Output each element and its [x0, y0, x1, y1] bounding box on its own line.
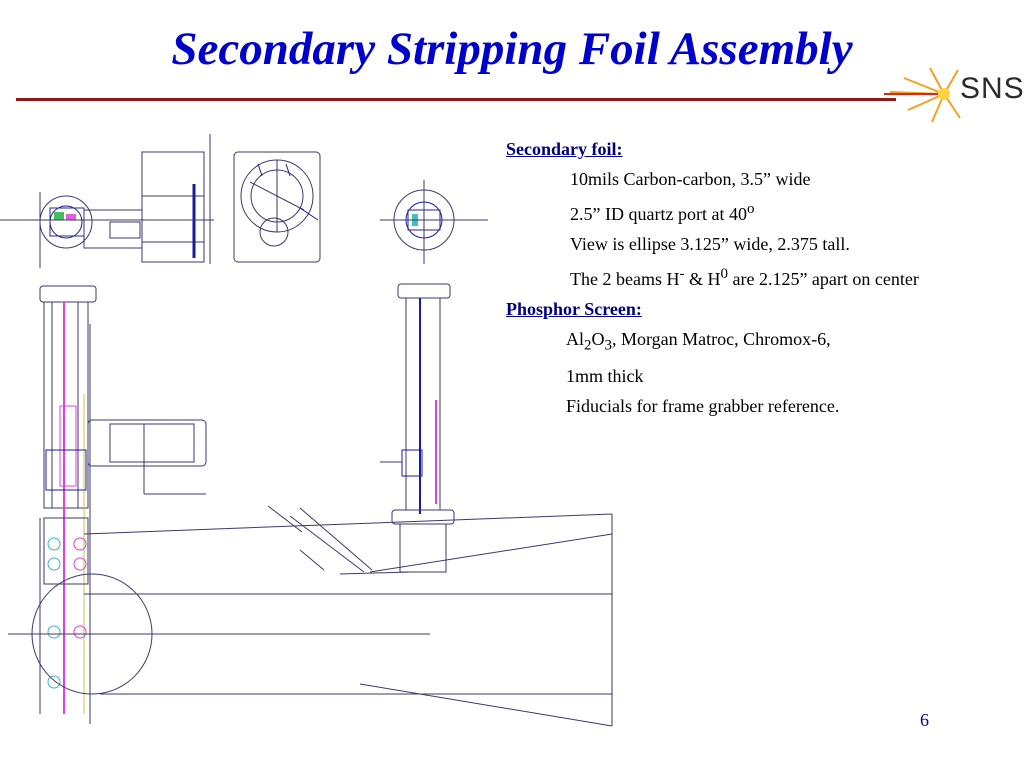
beam-pipe-chamber: [8, 324, 613, 727]
title-divider: [16, 98, 896, 101]
slide-title: Secondary Stripping Foil Assembly: [171, 23, 853, 75]
sns-starburst-logo: [884, 67, 961, 123]
right-column-assembly: [380, 283, 455, 573]
secondary-foil-line-1: 10mils Carbon-carbon, 3.5” wide: [570, 169, 811, 189]
notes-panel: Secondary foil: 10mils Carbon-carbon, 3.…: [506, 134, 1021, 421]
side-flange-view: [380, 180, 488, 264]
line-4-part-c: are 2.125” apart on center: [727, 269, 919, 289]
logo-text: SNS: [960, 72, 1024, 105]
flange-view: [233, 151, 321, 263]
h-zero-superscript: 0: [720, 266, 728, 282]
phosphor-line-1-c: , Morgan Matroc, Chromox-6,: [612, 329, 831, 349]
phosphor-sub-1: 2: [584, 337, 592, 354]
secondary-foil-line-3: View is ellipse 3.125” wide, 2.375 tall.: [570, 234, 850, 254]
phosphor-line-1-a: Al: [566, 329, 584, 349]
left-column-assembly: [39, 285, 207, 714]
secondary-foil-heading: Secondary foil:: [506, 139, 623, 159]
line-4-part-b: & H: [684, 269, 721, 289]
chamber-top-view: [0, 134, 214, 268]
phosphor-line-1: Al2O3, Morgan Matroc, Chromox-6,: [506, 324, 1021, 361]
phosphor-line-1-b: O: [591, 329, 605, 349]
phosphor-screen-heading: Phosphor Screen:: [506, 299, 642, 319]
phosphor-sub-2: 3: [604, 337, 613, 354]
line-4-part-a: The 2 beams H: [570, 269, 680, 289]
foil-assembly-drawing: [0, 134, 613, 727]
secondary-foil-line-4: The 2 beams H- & H0 are 2.125” apart on …: [506, 259, 1021, 294]
h-minus-superscript: -: [679, 266, 685, 282]
secondary-foil-line-2: 2.5” ID quartz port at 40o: [506, 194, 1021, 229]
secondary-foil-line-2-text: 2.5” ID quartz port at 40: [570, 204, 747, 224]
phosphor-line-2: 1mm thick: [566, 365, 644, 386]
degree-superscript: o: [746, 201, 755, 217]
phosphor-line-3: Fiducials for frame grabber reference.: [566, 395, 840, 416]
page-number: 6: [920, 710, 929, 730]
